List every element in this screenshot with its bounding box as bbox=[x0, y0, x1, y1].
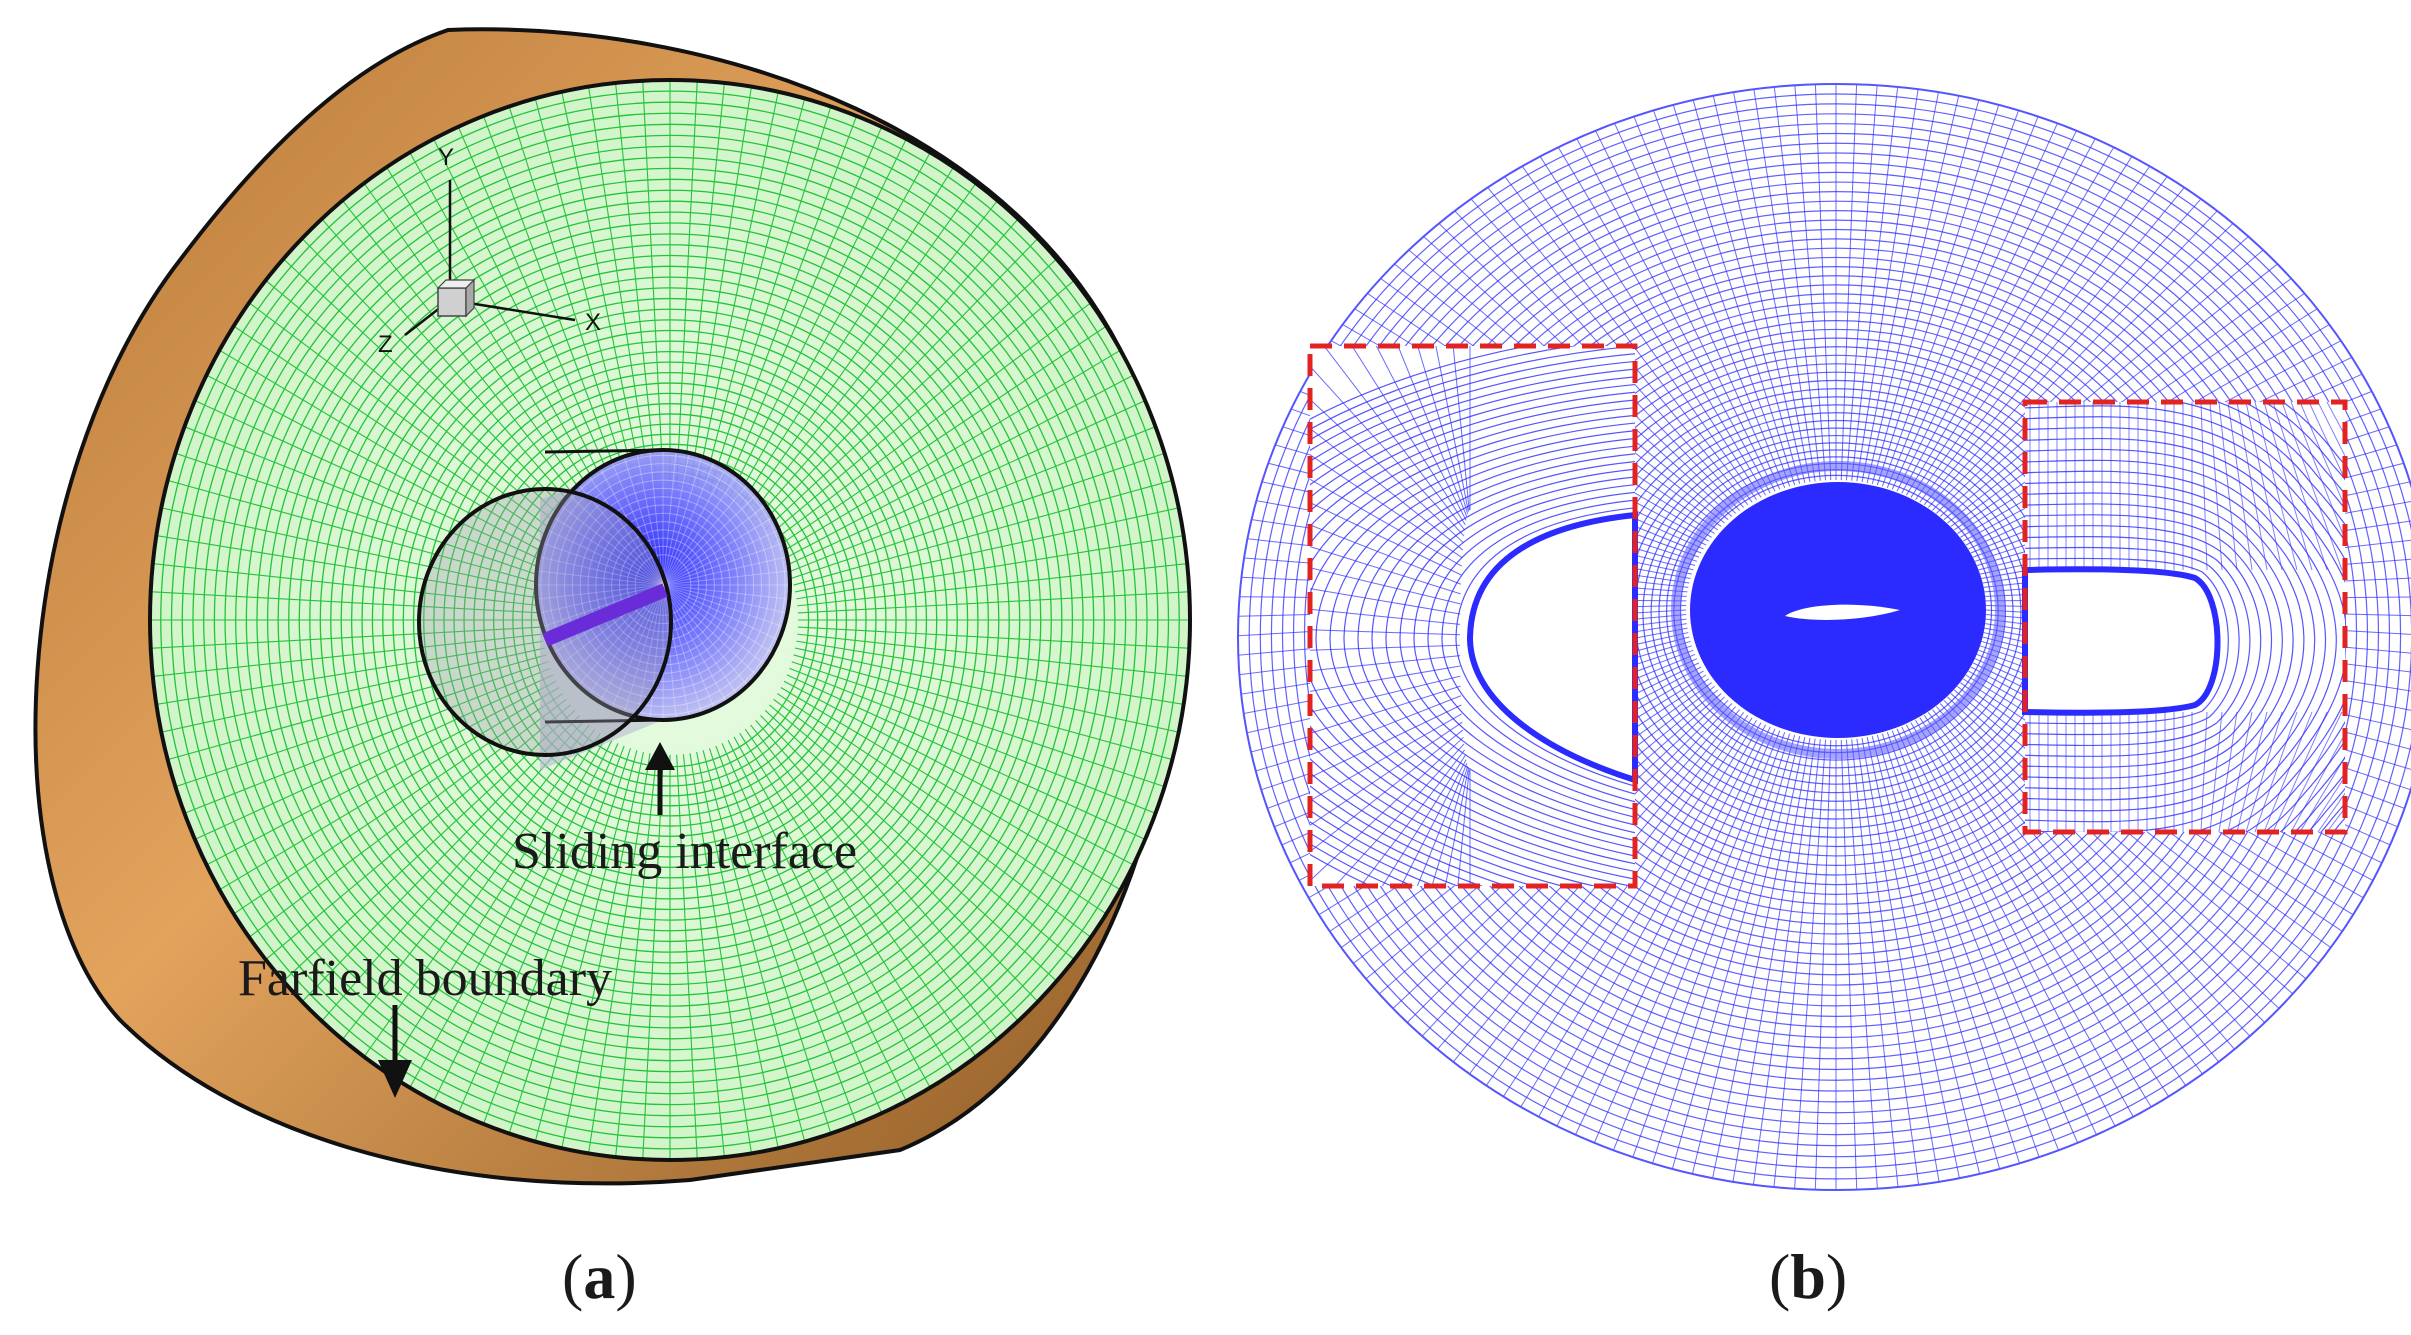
dense-mesh-halo bbox=[1671, 461, 2005, 759]
triad-cube bbox=[437, 287, 467, 317]
leading-edge-hole bbox=[1466, 511, 1638, 785]
caption-b: (b) bbox=[1769, 1241, 1847, 1312]
axis-x-label: X bbox=[585, 309, 601, 336]
caption-b-open: ( bbox=[1769, 1241, 1790, 1312]
zoom-inset-trailing-edge bbox=[2022, 399, 2348, 835]
caption-b-letter: b bbox=[1790, 1241, 1826, 1312]
farfield-boundary-label: Farfield boundary bbox=[238, 950, 612, 1007]
caption-a-letter: a bbox=[583, 1241, 615, 1312]
blade-airfoil bbox=[542, 583, 668, 647]
axis-z-label: Z bbox=[378, 331, 393, 358]
caption-a-open: ( bbox=[562, 1241, 583, 1312]
caption-b-close: ) bbox=[1826, 1241, 1847, 1312]
zoom-box-left bbox=[1307, 343, 1638, 889]
sliding-cylinder bbox=[417, 448, 792, 770]
coordinate-triad: Y X Z bbox=[378, 144, 601, 358]
farfield-face-outline bbox=[148, 78, 1192, 1162]
axis-y-label: Y bbox=[438, 144, 454, 171]
panel-a-3d-mesh: Y X Z Sliding interface Farfield boundar… bbox=[33, 27, 1192, 1312]
caption-a: (a) bbox=[562, 1241, 637, 1312]
panel-b-2d-mesh: (b) bbox=[1237, 83, 2411, 1312]
mesh-outer-boundary bbox=[1237, 83, 2411, 1191]
cylinder-front-face bbox=[417, 487, 673, 757]
airfoil-center bbox=[1785, 604, 1900, 620]
cylinder-back-face bbox=[536, 450, 790, 720]
zoom-inset-leading-edge bbox=[1307, 343, 1638, 889]
caption-a-close: ) bbox=[615, 1241, 636, 1312]
sliding-interface-arrow bbox=[645, 742, 675, 815]
trailing-edge-hole bbox=[2022, 566, 2221, 716]
farfield-boundary-arrow bbox=[378, 1005, 412, 1098]
sliding-interface-label: Sliding interface bbox=[512, 823, 857, 880]
